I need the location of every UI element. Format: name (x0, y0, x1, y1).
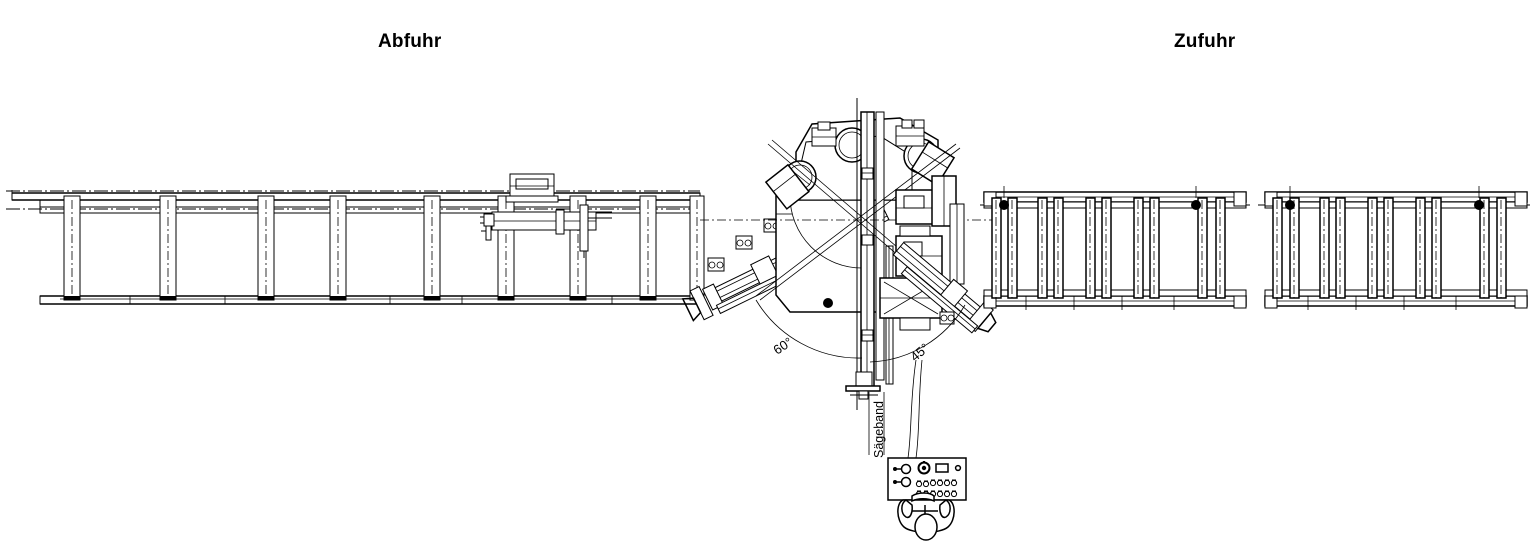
right-diagonal-feed-arm (892, 241, 997, 334)
roller-markers-1 (999, 186, 1201, 210)
panel-row-1 (893, 461, 962, 475)
push-button-bank-top (915, 479, 958, 488)
operator-seat (897, 492, 955, 541)
panel-row-2 (893, 476, 958, 488)
saw-band-mast (845, 98, 894, 410)
label-abfuhr: Abfuhr (378, 31, 442, 52)
label-saegeband: Sägeband (872, 400, 886, 458)
outfeed-carriage-unit (480, 173, 612, 258)
roller-markers-2 (1285, 186, 1484, 210)
outfeed-conveyor-frame (11, 190, 705, 305)
infeed-conveyor-1 (983, 186, 1247, 310)
display-icon (935, 463, 949, 473)
conveyor-posts (63, 195, 705, 301)
saegeband-leader (868, 392, 885, 455)
control-cable (907, 359, 923, 459)
saw-machine-base (775, 195, 881, 313)
label-zufuhr: Zufuhr (1174, 31, 1236, 52)
infeed-conveyor-2 (1264, 186, 1528, 310)
